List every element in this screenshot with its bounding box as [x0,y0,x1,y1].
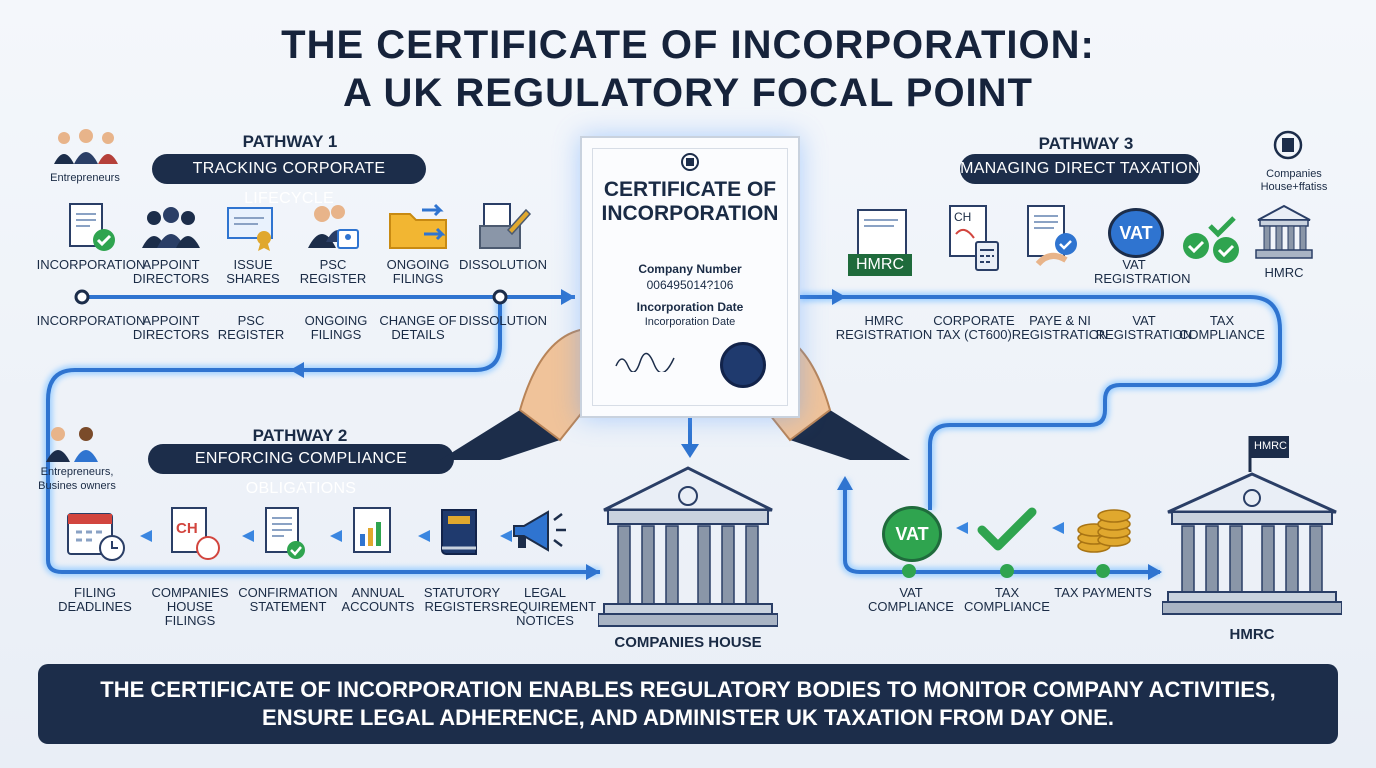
authority-label-line2: House+ffatiss [1260,181,1328,193]
p3-timeline-hmrc-registration: HMRC REGISTRATION [835,313,933,342]
paye-documents-icon [1024,204,1084,274]
royal-crest-icon [678,152,702,172]
p1-icon-label-ongoing-filings: ONGOING FILINGS [386,257,450,286]
p2-label-annual-accounts: ANNUAL ACCOUNTS [341,585,415,614]
document-check-icon [64,202,118,254]
authority-label-line1: Companies [1266,168,1322,180]
business-owners-label-line1: Entrepreneurs, [40,466,114,478]
corporate-tax-calculator-icon: CH [944,204,1004,274]
tax-payments-coins-icon [1070,500,1136,556]
directors-group-icon [140,206,202,250]
p2-label-legal-requirement-notices: LEGAL REQUIREMENT NOTICES [500,585,597,628]
p1-timeline-appoint-directors: APPOINT DIRECTORS [132,313,210,342]
pathway2-pill: ENFORCING COMPLIANCE OBLIGATIONS [148,444,454,497]
p1-icon-label-appoint-directors: APPOINT DIRECTORS [132,257,210,286]
companies-house-building-icon [598,462,778,630]
p2-label-confirmation-statement: CONFIRMATION STATEMENT [238,585,338,614]
archive-box-pen-icon [478,200,532,252]
psc-person-badge-icon [302,202,362,252]
tax-compliance-check-icon [976,504,1038,554]
p3-lower-tax-payments: TAX PAYMENTS [1054,585,1152,600]
tax-payments-node [1096,564,1110,578]
ch-logo-text: CH [176,520,198,537]
p1-timeline-dissolution: DISSOLUTION [458,313,548,328]
page-title-line1: THE CERTIFICATE OF INCORPORATION: [281,23,1095,67]
p1-icon-label-incorporation: INCORPORATION [36,257,146,272]
company-number-value: 006495014?106 [646,278,734,292]
p3-lower-vat-compliance: VAT COMPLIANCE [868,585,954,614]
summary-banner: THE CERTIFICATE OF INCORPORATION ENABLES… [38,664,1338,744]
p3-timeline-paye-ni: PAYE & NI REGISTRATION [1011,313,1109,342]
p3-timeline-corporate-tax: CORPORATE TAX (CT600) [933,313,1015,342]
company-number-label: Company Number [638,262,742,276]
business-owners-people-icon [40,424,110,462]
business-owners-label-line2: Busines owners [38,480,116,492]
p3-icon-label-vat-registration: VAT REGISTRATION [1094,257,1191,286]
royal-crest-top-icon [1270,128,1306,162]
ch-small-text: CH [954,210,972,224]
signature-graphic [612,352,682,372]
pathway1-heading: PATHWAY 1 [242,132,338,151]
summary-banner-line1: THE CERTIFICATE OF INCORPORATION ENABLES… [100,677,1276,702]
pathway1-flow [43,289,600,580]
vat-compliance-icon: VAT [882,506,942,562]
small-arrows [140,522,1064,542]
p1-timeline-psc-register: PSC REGISTER [217,313,285,342]
hmrc-badge: HMRC [848,254,912,276]
hmrc-building-icon [1162,470,1342,618]
p3-lower-tax-compliance: TAX COMPLIANCE [964,585,1050,614]
calendar-clock-icon [64,506,130,562]
companies-house-label: COMPANIES HOUSE [614,634,762,651]
hmrc-bottom-label: HMRC [1229,626,1275,643]
pathway3-pill: MANAGING DIRECT TAXATION [960,154,1200,184]
certificate-of-incorporation-document: CERTIFICATE OF INCORPORATION Company Num… [580,136,800,418]
vat-registration-icon: VAT [1108,208,1164,258]
certificate-title: CERTIFICATE OF INCORPORATION [582,178,798,226]
vat-compliance-node [902,564,916,578]
megaphone-notice-icon [508,506,570,556]
pathway3-heading: PATHWAY 3 [1038,134,1134,153]
p1-timeline-change-of-details: CHANGE OF DETAILS [379,313,457,342]
p1-timeline-ongoing-filings: ONGOING FILINGS [304,313,368,342]
hmrc-flag-text: HMRC [1254,440,1287,452]
wax-seal-icon [720,342,766,388]
pathway1-start-node [74,289,90,305]
p3-timeline-vat-registration: VAT REGISTRATION [1095,313,1193,342]
p1-icon-label-psc-register: PSC REGISTER [299,257,367,286]
companies-house-filing-icon: CH [166,506,224,562]
hmrc-flag-icon: HMRC [1246,432,1292,472]
p1-timeline-incorporation: INCORPORATION [36,313,146,328]
tax-compliance-node [1000,564,1014,578]
hmrc-document-icon: HMRC [846,206,916,278]
summary-banner-line2: ENSURE LEGAL ADHERENCE, AND ADMINISTER U… [262,705,1114,730]
confirmation-document-icon [262,506,312,562]
page-title-line2: A UK REGULATORY FOCAL POINT [343,71,1033,115]
p1-icon-label-issue-shares: ISSUE SHARES [226,257,280,286]
statutory-register-book-icon [436,504,490,560]
pathway1-end-node [492,289,508,305]
hmrc-building-small-icon [1254,204,1314,260]
entrepreneurs-people-icon [46,128,126,166]
certificate-title-line1: CERTIFICATE OF [603,178,777,201]
folder-arrows-icon [388,200,450,252]
p2-label-filing-deadlines: FILING DEADLINES [58,585,132,614]
p2-label-companies-house-filings: COMPANIES HOUSE FILINGS [151,585,229,628]
double-check-icon [1180,210,1244,266]
annual-accounts-chart-icon [350,506,400,562]
incorporation-date-label: Incorporation Date [636,300,744,314]
entrepreneurs-label: Entrepreneurs [50,172,120,184]
p2-label-statutory-registers: STATUTORY REGISTERS [423,585,501,614]
pathway2-heading: PATHWAY 2 [252,426,348,445]
pathway3-flow [681,289,1285,580]
pathway1-pill: TRACKING CORPORATE LIFECYCLE [152,154,426,207]
p3-timeline-tax-compliance: TAX COMPLIANCE [1179,313,1265,342]
share-certificate-icon [224,204,280,252]
incorporation-date-value: Incorporation Date [644,316,736,328]
p1-icon-label-dissolution: DISSOLUTION [458,257,548,272]
certificate-title-line2: INCORPORATION [601,202,779,225]
p3-hmrc-top-label: HMRC [1264,265,1304,280]
